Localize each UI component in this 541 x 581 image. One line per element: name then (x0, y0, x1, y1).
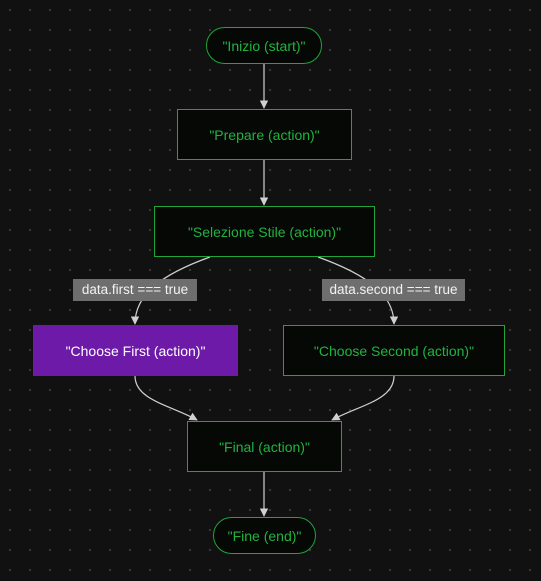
choose-second-node[interactable]: "Choose Second (action)" (283, 325, 505, 376)
start-node[interactable]: "Inizio (start)" (206, 27, 322, 64)
edge-label-second: data.second === true (322, 279, 465, 301)
choose-first-node[interactable]: "Choose First (action)" (33, 325, 238, 376)
prepare-node[interactable]: "Prepare (action)" (177, 109, 352, 160)
end-node[interactable]: "Fine (end)" (213, 517, 316, 554)
select-style-node[interactable]: "Selezione Stile (action)" (154, 206, 375, 257)
edge-choose-first-to-final (134, 375, 198, 421)
final-node[interactable]: "Final (action)" (187, 421, 342, 472)
edge-choose-second-to-final (331, 375, 395, 421)
edge-label-first: data.first === true (73, 279, 197, 301)
